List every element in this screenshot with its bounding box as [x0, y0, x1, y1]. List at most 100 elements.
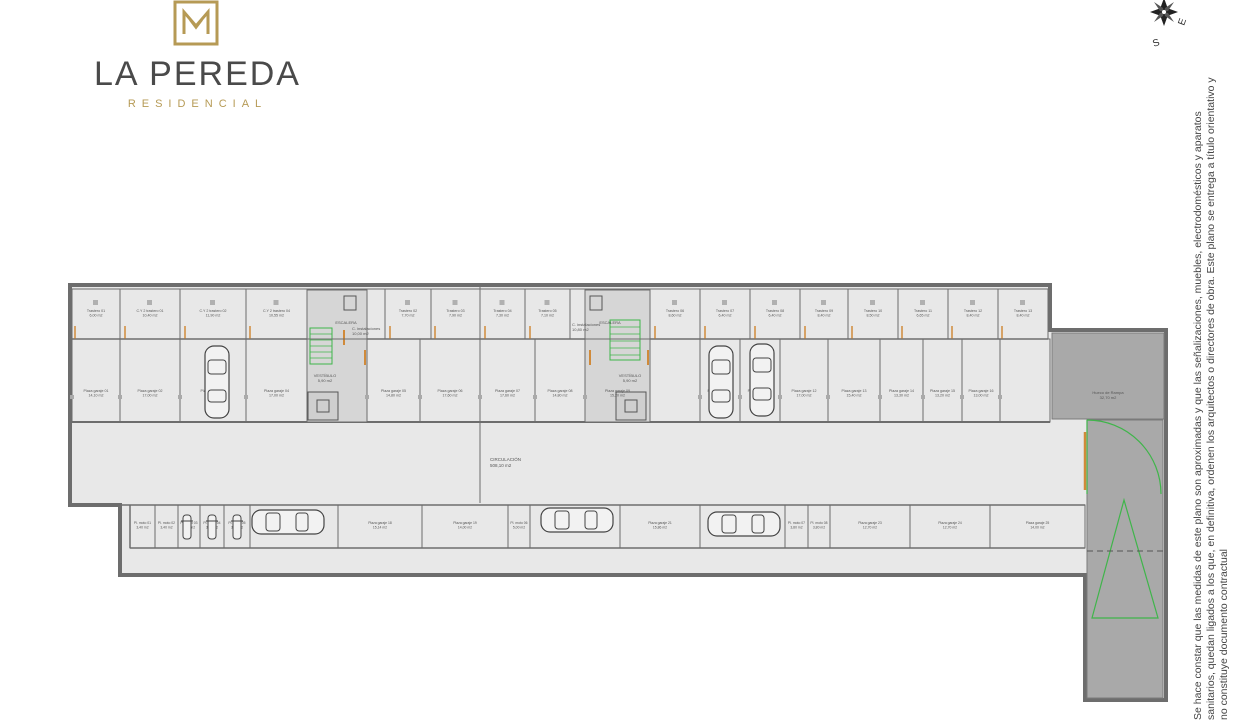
plaza-lower-name-13: Pl. moto 08: [810, 521, 827, 525]
elevator-core-2: [624, 399, 638, 413]
trastero-area-10: 8,60 m2: [669, 314, 682, 318]
trastero-area-6: 7,90 m2: [449, 314, 462, 318]
plaza-upper-name-0: Plaza garaje 01: [84, 389, 109, 393]
trastero-name-12: Trastero 08: [766, 309, 784, 313]
plaza-lower-name-10: Plaza garaje 21: [648, 521, 672, 525]
plaza-upper-name-3: Plaza garaje 04: [264, 389, 289, 393]
plaza-upper-name-5: Plaza garaje 06: [438, 389, 463, 393]
upper-cell-18: [999, 338, 1051, 423]
trastero-area-5: 7,70 m2: [402, 314, 415, 318]
plaza-lower-name-1: Pl. moto 02: [158, 521, 175, 525]
car-icon: [707, 511, 781, 537]
plaza-lower-name-7: Plaza garaje 19: [453, 521, 477, 525]
c-instalaciones-2-area: 10,80 m2: [572, 327, 589, 332]
trastero-column-15: [920, 300, 925, 305]
hueco-rampa: [1051, 332, 1165, 420]
stair-lines-1: [310, 333, 332, 359]
trastero-column-17: [1020, 300, 1025, 305]
plaza-upper-area-6: 17,60 m2: [500, 394, 515, 398]
car-icon: [204, 345, 230, 419]
elevator-1: [307, 391, 339, 421]
plaza-upper-area-4: 14,80 m2: [386, 394, 401, 398]
plaza-lower-area-14: 12,70 m2: [863, 526, 877, 530]
trastero-column-5: [405, 300, 410, 305]
plaza-upper-name-14: Plaza garaje 15: [930, 389, 955, 393]
trastero-name-3: C.Y 2 trastero 04: [263, 309, 290, 313]
trastero-area-12: 6,40 m2: [769, 314, 782, 318]
plaza-upper-area-15: 13,00 m2: [974, 394, 989, 398]
circulacion-area: 508,10 m2: [490, 463, 512, 468]
plaza-lower-area-8: 5,00 m2: [513, 526, 525, 530]
car-icon: [251, 509, 325, 535]
plaza-lower-area-12: 3,80 m2: [790, 526, 802, 530]
trastero-column-13: [821, 300, 826, 305]
vestibulo-1-area: 5,90 m2: [318, 378, 333, 383]
motorcycle-icon: [206, 514, 218, 540]
upper-column-18: [998, 395, 1002, 399]
trastero-column-1: [147, 300, 152, 305]
trastero-area-2: 11,90 m2: [206, 314, 221, 318]
trastero-name-15: Trastero 11: [914, 309, 932, 313]
compass-rose-icon: S E: [1150, 0, 1189, 50]
trastero-area-7: 7,30 m2: [496, 314, 509, 318]
plaza-lower-name-12: Pl. moto 07: [788, 521, 805, 525]
trastero-name-7: Trastero 04: [493, 309, 511, 313]
trastero-column-14: [870, 300, 875, 305]
plaza-upper-name-4: Plaza garaje 05: [381, 389, 406, 393]
escalera-label-9: ESCALERA: [599, 320, 621, 325]
car-icon: [708, 345, 734, 419]
plaza-lower-area-7: 14,00 m2: [458, 526, 472, 530]
plaza-upper-area-0: 14,10 m2: [89, 394, 104, 398]
plaza-upper-name-6: Plaza garaje 07: [495, 389, 520, 393]
plaza-lower-area-13: 3,80 m2: [813, 526, 825, 530]
circulacion-label: CIRCULACIÓN: [490, 456, 521, 462]
motorcycle-icon: [181, 514, 193, 540]
ramp-arrow: [1091, 497, 1159, 619]
upper-column-1: [118, 395, 122, 399]
plaza-upper-area-5: 17,60 m2: [443, 394, 458, 398]
escalera-label-4: ESCALERA: [335, 320, 357, 325]
elevator-core-1: [316, 399, 330, 413]
plaza-lower-area-16: 14,00 m2: [1030, 526, 1044, 530]
stair-lines-2: [610, 326, 640, 356]
plaza-lower-name-6: Plaza garaje 18: [368, 521, 392, 525]
c-instalaciones-2-label: C. instalaciones: [572, 322, 600, 327]
plaza-lower-name-14: Plaza garaje 23: [858, 521, 882, 525]
upper-column-3: [244, 395, 248, 399]
plaza-lower-name-0: Pl. moto 01: [134, 521, 151, 525]
plaza-lower-name-16: Plaza garaje 25: [1026, 521, 1050, 525]
plaza-upper-name-12: Plaza garaje 13: [842, 389, 867, 393]
trastero-name-13: Trastero 09: [815, 309, 833, 313]
trastero-name-8: Trastero 05: [538, 309, 556, 313]
upper-column-14: [826, 395, 830, 399]
trastero-name-1: C.Y 2 trastero 01: [136, 309, 163, 313]
car-icon: [749, 343, 775, 417]
trastero-column-0: [93, 300, 98, 305]
trastero-name-5: Trastero 02: [399, 309, 417, 313]
plaza-lower-name-8: Pl. moto 06: [510, 521, 527, 525]
upper-column-2: [178, 395, 182, 399]
trastero-name-16: Trastero 12: [964, 309, 982, 313]
trastero-name-17: Trastero 13: [1014, 309, 1032, 313]
trastero-column-10: [672, 300, 677, 305]
ramp: [1086, 419, 1164, 699]
trastero-name-2: C.Y 2 trastero 02: [199, 309, 226, 313]
trastero-area-14: 8,50 m2: [867, 314, 880, 318]
trastero-column-12: [772, 300, 777, 305]
plaza-lower-area-10: 15,86 m2: [653, 526, 667, 530]
upper-column-15: [878, 395, 882, 399]
trastero-column-6: [452, 300, 458, 305]
plaza-lower-area-0: 3,40 m2: [136, 526, 148, 530]
car-drawings: [181, 343, 781, 540]
vestibulo-2-area: 5,90 m2: [623, 378, 638, 383]
upper-column-0: [70, 395, 74, 399]
trastero-name-14: Trastero 10: [864, 309, 882, 313]
trastero-area-16: 8,40 m2: [967, 314, 980, 318]
plaza-upper-name-1: Plaza garaje 02: [138, 389, 163, 393]
upper-column-16: [921, 395, 925, 399]
motorcycle-icon: [231, 514, 243, 540]
upper-column-8: [533, 395, 537, 399]
upper-column-13: [778, 395, 782, 399]
monogram-icon: [173, 0, 219, 46]
plaza-upper-area-8: 15,20 m2: [610, 394, 625, 398]
